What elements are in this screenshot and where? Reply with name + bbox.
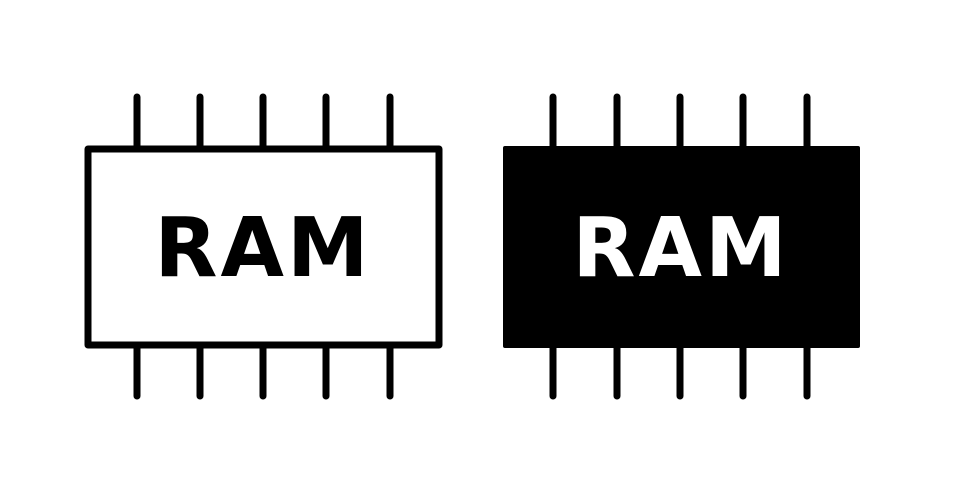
ram-chip-filled-svg: RAM — [503, 93, 860, 400]
chip-body — [84, 145, 443, 349]
chip-label: RAM — [154, 201, 371, 296]
chip-label: RAM — [572, 201, 789, 296]
bottom-pins — [549, 343, 811, 400]
top-pins — [133, 93, 394, 150]
bottom-pins — [133, 343, 394, 400]
chip-body — [503, 146, 860, 348]
ram-chip-outline-svg: RAM — [84, 93, 443, 400]
ram-chip-outline-icon: RAM — [84, 93, 443, 400]
ram-chip-filled-icon: RAM — [480, 0, 960, 480]
top-pins — [549, 93, 811, 150]
